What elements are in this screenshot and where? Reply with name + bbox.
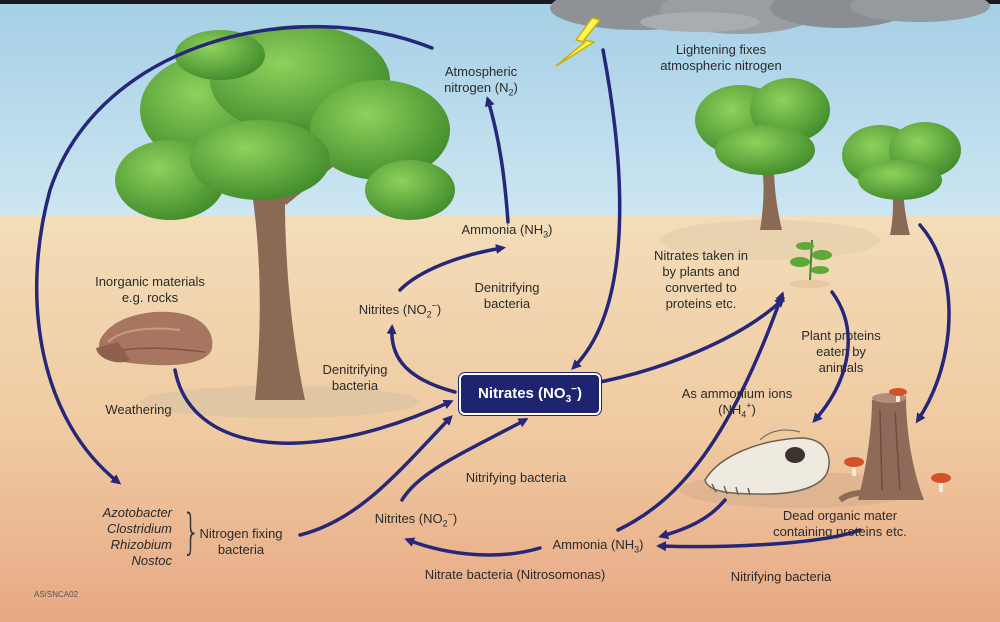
arrow-atmospheric-to-bacteria <box>35 24 434 485</box>
label-weathering: Weathering <box>105 402 172 417</box>
figure-code: AS/SNCA02 <box>34 590 79 599</box>
label-denitrifying-bacteria-2: Denitrifying bacteria <box>322 362 388 393</box>
arrow-nitrites-to-ammonia <box>398 244 506 292</box>
arrow-ammonia-to-nitrites <box>404 537 542 557</box>
arrow-animal-to-ammonia <box>658 498 727 540</box>
arrow-nitrites-to-nitrates <box>400 418 529 502</box>
label-ammonia-top: Ammonia (NH3) <box>461 222 553 240</box>
label-nitrifying-bacteria-bottom: Nitrifying bacteria <box>730 569 832 584</box>
label-nitrites-bottom: Nitrites (NO2−) <box>374 509 458 529</box>
arrow-ammonia-to-atmospheric <box>484 96 510 224</box>
arrow-tree-to-dead-matter <box>915 223 951 424</box>
animal-skull-icon <box>704 429 830 496</box>
arrow-plants-to-animals <box>812 290 850 424</box>
bacteria-list: Azotobacter Clostridium Rhizobium Nostoc <box>80 505 172 569</box>
arrow-ammonium-to-plants <box>616 291 785 532</box>
label-nitrate-bacteria: Nitrate bacteria (Nitrosomonas) <box>424 567 606 582</box>
label-nitrites-top: Nitrites (NO2−) <box>358 300 442 320</box>
rock-icon <box>96 311 213 366</box>
label-dead-organic-mater: Dead organic mater containing proteins e… <box>773 508 907 539</box>
label-ammonia-bottom: Ammonia (NH3) <box>552 537 644 555</box>
small-tree-icon <box>695 78 830 230</box>
label-nitrifying-bacteria-mid: Nitrifying bacteria <box>465 470 567 485</box>
bacteria-name: Nostoc <box>131 553 172 568</box>
arrow-nitrates-to-nitrites <box>386 324 457 394</box>
large-tree-icon <box>115 25 455 400</box>
sprout-icon <box>790 239 832 288</box>
bracket-icon: } <box>182 504 201 560</box>
label-nitrates-taken-in: Nitrates taken in by plants and converte… <box>654 248 748 311</box>
arrow-fixing-to-nitrates <box>298 415 453 537</box>
label-ammonium-ions: As ammonium ions (NH4+) <box>681 386 793 420</box>
cycle-arrows <box>35 24 951 557</box>
arrow-nitrates-to-plants <box>598 297 785 384</box>
bacteria-name: Azotobacter <box>102 505 172 520</box>
label-lightning-fixes: Lightening fixes atmospheric nitrogen <box>660 42 782 73</box>
arrow-weathering-to-nitrates <box>173 368 454 445</box>
arrow-lightning-to-nitrates <box>571 48 622 370</box>
mushroom-icon <box>844 388 951 492</box>
bacteria-name: Rhizobium <box>110 537 172 552</box>
storm-cloud-icon <box>550 0 990 34</box>
small-tree-icon <box>842 122 961 235</box>
label-inorganic-materials: Inorganic materials e.g. rocks <box>95 274 205 305</box>
bacteria-name: Clostridium <box>106 521 172 536</box>
label-denitrifying-bacteria-1: Denitrifying bacteria <box>474 280 540 311</box>
lightning-bolt-icon <box>555 17 602 67</box>
arrow-dead-matter-to-ammonia <box>656 528 862 552</box>
label-atmospheric-nitrogen: Atmospheric nitrogen (N2) <box>444 64 518 98</box>
label-nitrogen-fixing-bacteria: Nitrogen fixing bacteria <box>199 526 283 557</box>
label-plant-proteins: Plant proteins eaten by animals <box>801 328 881 375</box>
nitrates-box: Nitrates (NO3−) <box>459 373 601 415</box>
